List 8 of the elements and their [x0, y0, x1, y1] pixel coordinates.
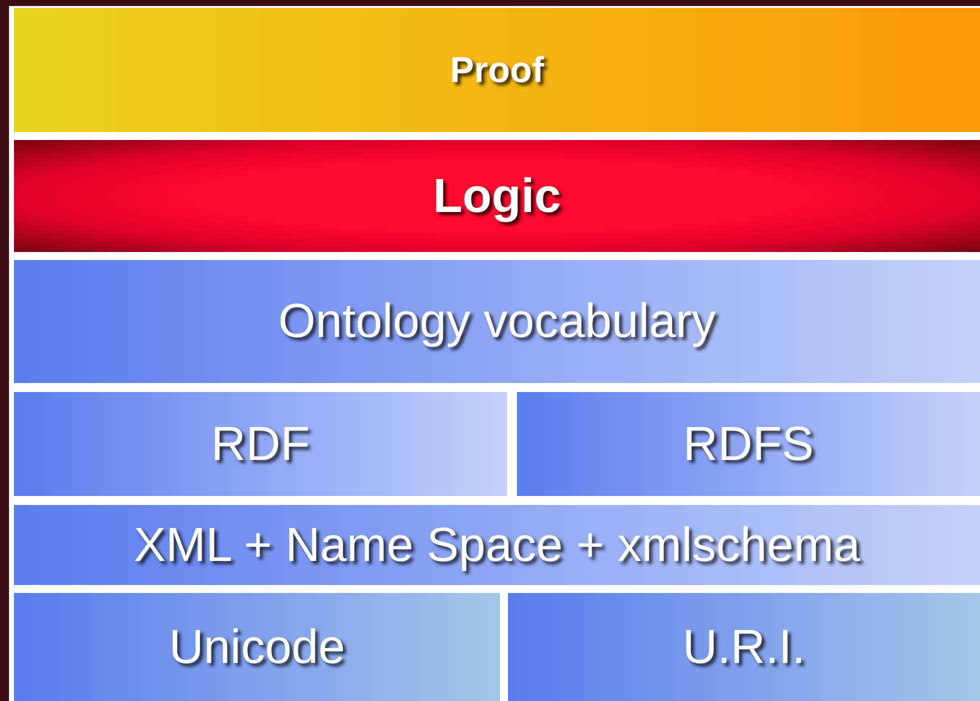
layer-block: Logic — [14, 140, 980, 252]
layer-block: RDFS — [517, 392, 980, 496]
layer-block: U.R.I. — [508, 593, 980, 701]
layer-block: Proof — [14, 8, 980, 132]
layer-block: Unicode — [14, 593, 500, 701]
layer-block: XML + Name Space + xmlschema — [14, 505, 980, 585]
layer-block: Ontology vocabulary — [14, 260, 980, 383]
layer-block: RDF — [14, 392, 507, 496]
